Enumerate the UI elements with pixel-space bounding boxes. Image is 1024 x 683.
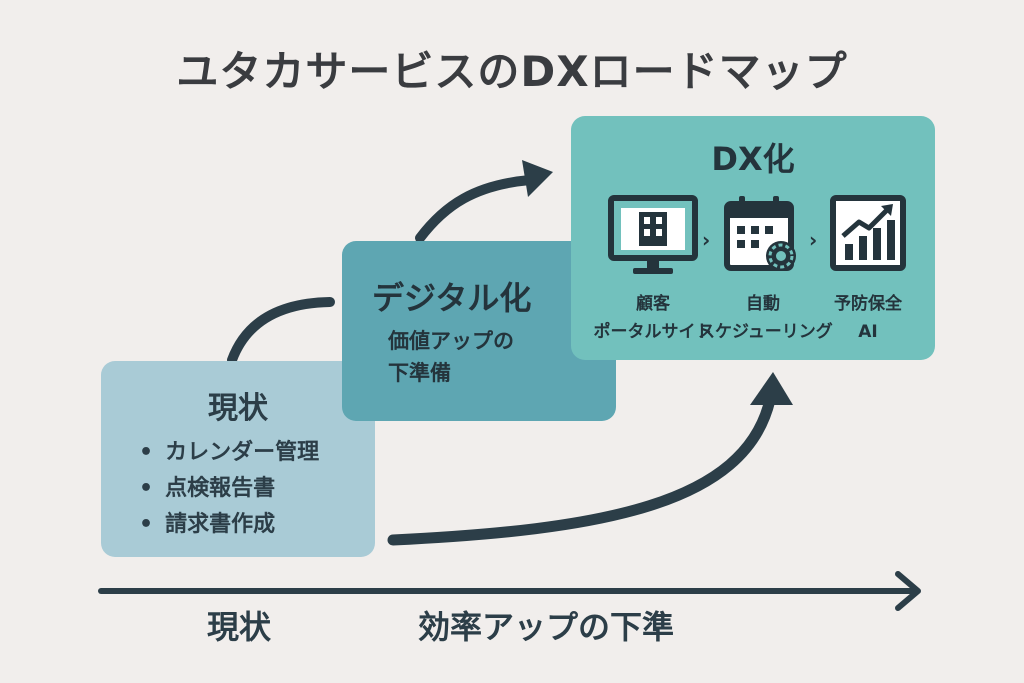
arrowhead-current-to-dx	[750, 372, 793, 405]
stage-dx-box: DX化 › › 顧客 ポータ	[571, 116, 935, 360]
calendar-gear-icon	[724, 196, 796, 271]
monitor-building-icon	[608, 195, 698, 274]
feature-label-scheduling: 自動 スケジューリング	[698, 290, 833, 346]
stage-dx-heading: DX化	[711, 140, 795, 178]
timeline-arrowhead	[895, 571, 921, 611]
feature-label-ai: 予防保全 AI	[803, 290, 933, 346]
chart-growth-icon	[830, 195, 906, 271]
stage-digital-heading: デジタル化	[372, 279, 532, 317]
list-item: 点検報告書	[139, 471, 319, 507]
feature-line: ポータルサイト	[593, 322, 713, 342]
connector-current-to-dx	[387, 394, 776, 546]
stage-digital-description: 価値アップの 下準備	[388, 325, 514, 389]
feature-line: スケジューリング	[698, 322, 833, 342]
connector-digital-to-dx	[415, 175, 535, 243]
stage-digital-box: デジタル化 価値アップの 下準備	[342, 241, 616, 421]
feature-line: 顧客	[636, 294, 670, 314]
stage-current-list: カレンダー管理 点検報告書 請求書作成	[139, 435, 319, 543]
connector-current-to-digital	[227, 297, 335, 365]
description-line: 価値アップの	[388, 329, 514, 353]
axis-right-label: 効率アップの下準	[418, 608, 675, 646]
description-line: 下準備	[388, 361, 451, 385]
list-item: 請求書作成	[139, 507, 319, 543]
feature-line: 自動	[746, 294, 780, 314]
list-item: カレンダー管理	[139, 435, 319, 471]
arrowhead-digital-to-dx	[522, 160, 553, 197]
stage-current-heading: 現状	[208, 391, 268, 426]
chevron-right-icon: ›	[702, 228, 711, 252]
axis-left-label: 現状	[207, 608, 272, 646]
feature-line: 予防保全	[834, 294, 902, 314]
stage-current-box: 現状 カレンダー管理 点検報告書 請求書作成	[101, 361, 375, 557]
page-title: ユタカサービスのDXロードマップ	[176, 47, 848, 96]
chevron-right-icon: ›	[809, 228, 818, 252]
feature-line: AI	[858, 322, 878, 342]
feature-label-portal: 顧客 ポータルサイト	[588, 290, 718, 346]
